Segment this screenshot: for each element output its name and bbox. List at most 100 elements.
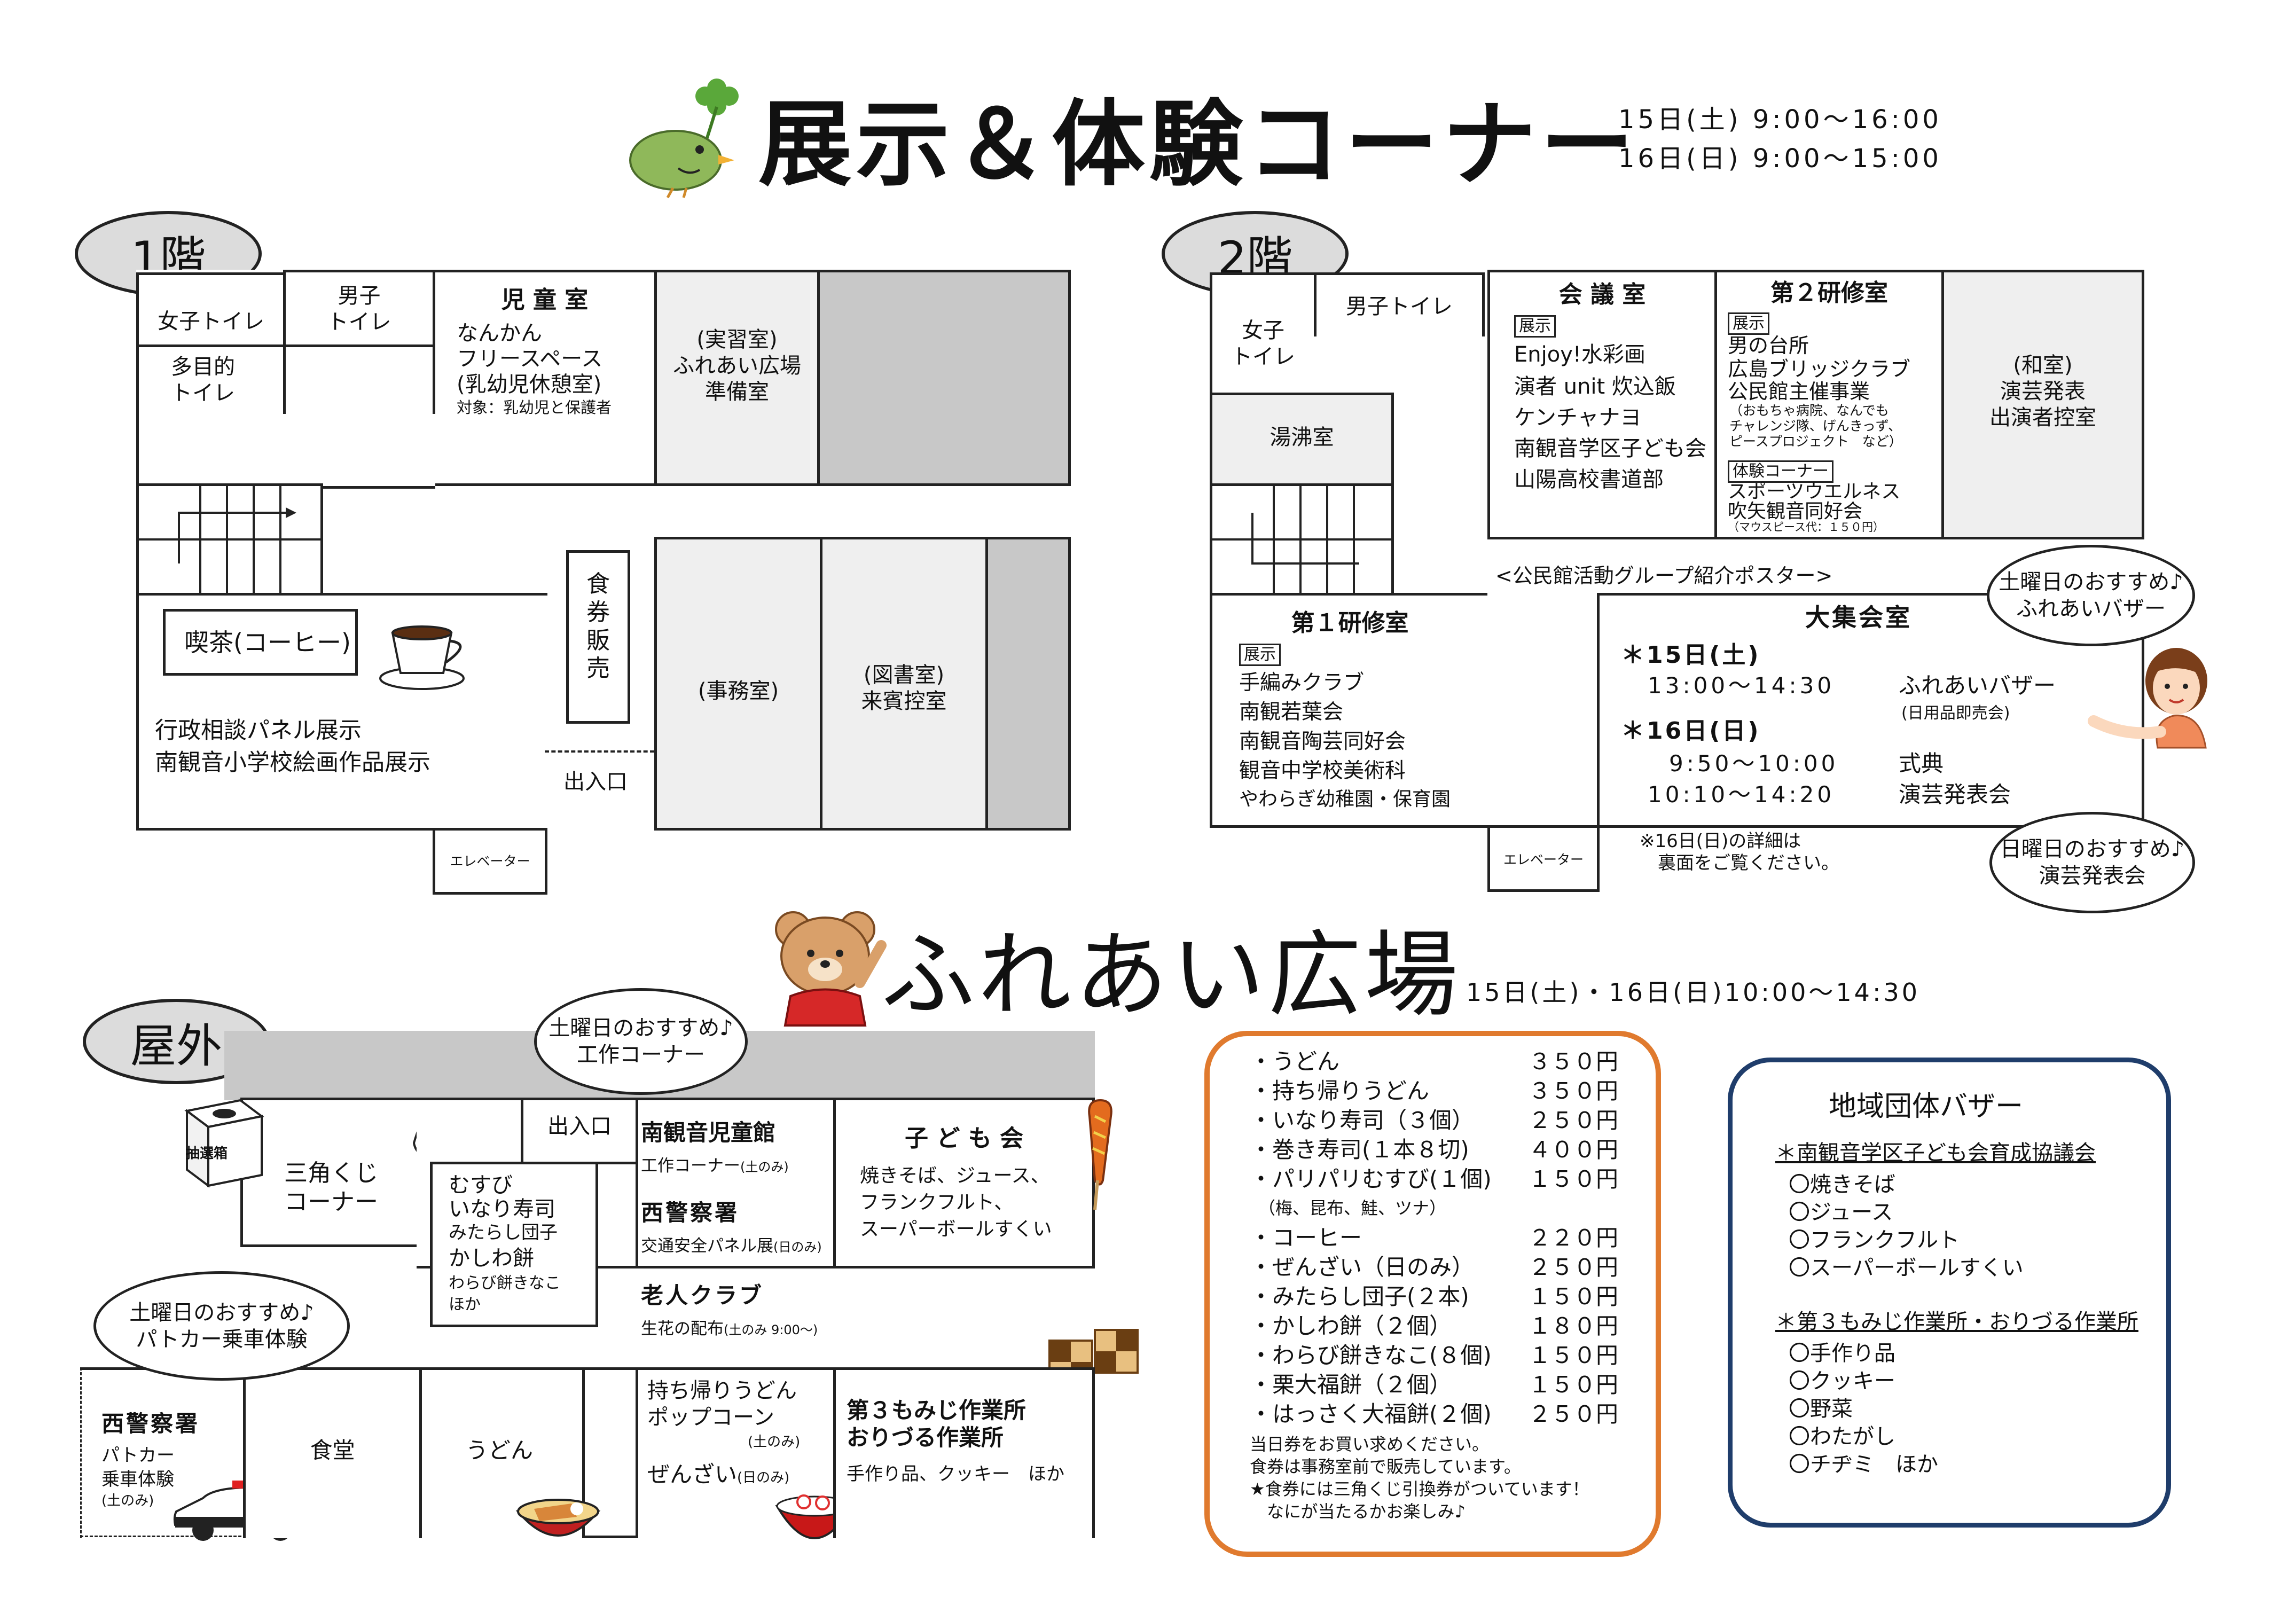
bazaar-item: 〇手作り品 [1789,1341,1895,1366]
plaza-schedule: 15日(土)・16日(日)10:00〜14:30 [1466,978,1920,1007]
menu-item-price: １５０円 [1528,1372,1618,1398]
bubble-patrol: 土曜日のおすすめ♪ パトカー乗車体験 [93,1271,350,1381]
japanese-room [1941,270,2144,539]
menu-item-name: ・わらび餅きなこ(８個) [1250,1342,1492,1368]
schedule-sun: 16日(日) 9:00〜15:00 [1618,144,1942,174]
bird-clover-icon [629,79,739,199]
menu-item-name: ・栗大福餅（２個） [1250,1372,1452,1398]
menu-item-price: ２２０円 [1528,1225,1618,1251]
menu-item-price: ２５０円 [1528,1107,1618,1133]
bazaar-item: 〇スーパーボールすくい [1789,1256,2024,1280]
menu-item: ・かしわ餅（２個）１８０円 [1250,1311,1618,1341]
menu-item: ・栗大福餅（２個） １５０円 [1250,1370,1618,1399]
elevator-2f [1487,825,1600,892]
menu-item-name: ・巻き寿司(１本８切) [1250,1137,1469,1163]
menu-item-name: ・かしわ餅（２個） [1250,1313,1452,1339]
menu-item: ・みたらし団子(２本) １５０円 [1250,1282,1618,1311]
bubble-craft: 土曜日のおすすめ♪ 工作コーナー [534,988,748,1095]
page-title: 展示＆体験コーナー [758,91,1638,199]
community-bazaar: 地域団体バザー ＊南観音学区子ども会育成協議会 〇焼きそば〇ジュース〇フランクフ… [1728,1058,2171,1528]
outdoor-label: 屋外 [83,999,270,1084]
momiji-booth [833,1367,1095,1538]
menu-item-price: １５０円 [1528,1166,1618,1192]
menu-item: ・わらび餅きなこ(８個) １５０円 [1250,1341,1618,1370]
menu-item-price: １５０円 [1528,1283,1618,1310]
exhibit-tag: 展示 [1514,315,1556,338]
menu-item: ・巻き寿司(１本８切) ４００円 [1250,1135,1618,1164]
woman-illustration [2088,648,2207,749]
menu-item-price: ４００円 [1528,1137,1618,1163]
menu-item-price: １５０円 [1528,1342,1618,1368]
bubble-bazaar: 土曜日のおすすめ♪ ふれあいバザー [1987,545,2195,646]
ticket-sales [566,550,630,724]
menu-item: ・ぜんざい（日のみ） ２５０円 [1250,1252,1618,1282]
bazaar-item: 〇野菜 [1789,1397,1853,1421]
training-room-2 [1714,270,1944,539]
bazaar-group2: ＊第３もみじ作業所・おりづる作業所 [1775,1310,2138,1334]
library-room [820,537,988,831]
menu-item-name: ・ぜんざい（日のみ） [1250,1254,1475,1280]
kettle-room [1210,393,1394,486]
udon-bowl-icon [515,1499,601,1537]
musubi-booth [430,1162,598,1327]
menu-item-price: ３５０円 [1528,1078,1618,1104]
menu-notes: 当日券をお買い求めください。 食券は事務室前で販売しています。 ★食券には三角く… [1250,1434,1589,1522]
menu-item: ・いなり寿司（３個） ２５０円 [1250,1106,1618,1135]
floor2-footnote: ※16日(日)の詳細は 裏面をご覧ください。 [1640,831,1839,874]
menu-item-name: ・パリパリむすび(１個) [1250,1166,1492,1192]
schedule-sat: 15日(土) 9:00〜16:00 [1618,105,1942,135]
bazaar-title: 地域団体バザー [1829,1091,2024,1123]
stairs-icon [136,483,323,596]
menu-item-price: ２５０円 [1528,1254,1618,1280]
storage-gray-1f [817,270,1071,486]
plaza-title: ふれあい広場 [881,921,1461,1030]
menu-item: ・はっさく大福餅(２個) ２５０円 [1250,1399,1618,1429]
stair-area-1f [136,414,435,489]
elevator-1f [433,828,547,895]
menu-item-name: ・コーヒー [1250,1225,1362,1251]
bubble-show: 日曜日のおすすめ♪ 演芸発表会 [1989,812,2195,913]
corridor-2f [1487,593,1600,828]
training-room-1 [1210,593,1490,828]
bazaar-item: 〇焼きそば [1789,1172,1895,1197]
poster-note: <公民館活動グループ紹介ポスター> [1495,564,1833,588]
exhibit-tag: 展示 [1239,644,1281,666]
menu-item: ・コーヒー ２２０円 [1250,1223,1618,1252]
bazaar-item: 〇チヂミ ほか [1789,1452,1938,1477]
lottery-box-label: 抽選箱 [186,1146,228,1162]
cafe-sign [163,609,358,676]
entrance-dashed-outdoor [521,1098,523,1164]
menu-item: （梅、昆布、鮭、ツナ） [1250,1194,1618,1223]
kodomokai-booth [833,1098,1095,1268]
entrance-dashed-1f [545,750,654,753]
bazaar-item: 〇クッキー [1789,1369,1895,1393]
menu-item-name: ・みたらし団子(２本) [1250,1283,1469,1310]
mens-toilet-2f-lower [1314,336,1485,398]
frankfurt-icon [1088,1099,1112,1210]
exhibit-tag: 展示 [1728,312,1769,335]
experience-tag: 体験コーナー [1728,460,1833,483]
bazaar-item: 〇ジュース [1789,1200,1893,1225]
bear-icon [775,911,887,1027]
meeting-room [1487,270,1717,539]
menu-item-name: ・はっさく大福餅(２個) [1250,1401,1492,1427]
mens-toilet-1f [283,270,435,347]
bazaar-item: 〇フランクフルト [1789,1228,1960,1252]
menu-item: ・うどん ３５０円 [1250,1047,1618,1076]
bazaar-item: 〇わたがし [1789,1424,1895,1449]
storage-gray-1f-2 [985,537,1071,831]
cafeteria-booth [243,1367,422,1538]
menu-item-name: ・うどん [1250,1048,1340,1075]
womens-toilet-2f [1210,272,1317,395]
bazaar-group1: ＊南観音学区子ども会育成協議会 [1775,1141,2096,1165]
menu-item: ・パリパリむすび(１個) １５０円 [1250,1164,1618,1194]
menu-item-name: ・いなり寿司（３個） [1250,1107,1475,1133]
menu-item-price: ３５０円 [1528,1048,1618,1075]
menu-item-price: ２５０円 [1528,1401,1618,1427]
entrance-label-1f: 出入口 [563,770,628,794]
coffee-cup-icon [379,625,465,690]
mens-toilet-2f [1314,272,1485,339]
